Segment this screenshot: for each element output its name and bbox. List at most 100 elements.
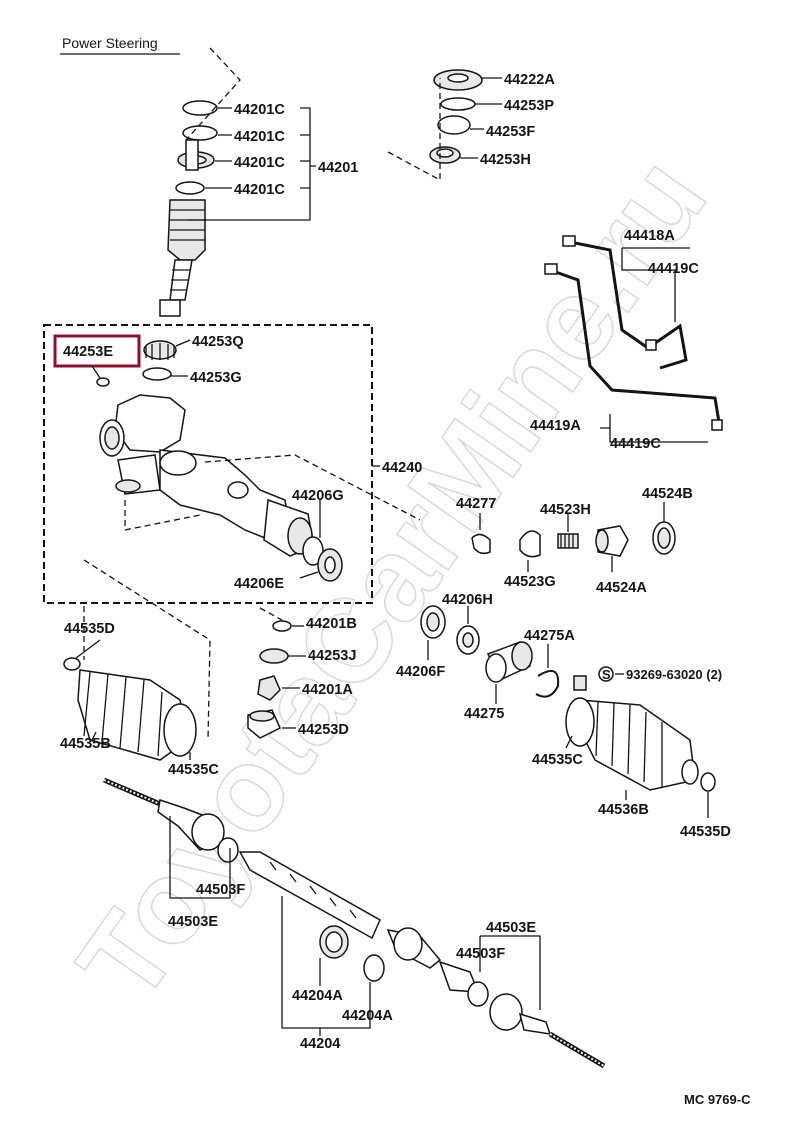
- pressure-tubes: [544, 235, 723, 431]
- label-44253D: 44253D: [298, 722, 349, 738]
- label-44206H: 44206H: [442, 592, 493, 608]
- part-44535D-b: [700, 772, 716, 792]
- bracket-44204: [281, 896, 371, 1036]
- leader-44535D-a: [75, 639, 101, 659]
- label-44206F: 44206F: [396, 664, 445, 680]
- label-44524B: 44524B: [642, 486, 693, 502]
- part-44523G: [519, 530, 541, 558]
- label-44201C-2: 44201C: [234, 129, 285, 145]
- part-44206E-bore: [324, 556, 336, 574]
- leader-44206E: [299, 571, 319, 579]
- label-93269-63020: 93269-63020 (2): [626, 667, 722, 682]
- label-44253P: 44253P: [504, 98, 554, 114]
- label-44253E[interactable]: 44253E: [63, 344, 113, 360]
- label-44201C-1: 44201C: [234, 102, 285, 118]
- pinion-shaft: [159, 139, 206, 317]
- pinion-guide-line: [185, 47, 241, 141]
- label-44524A: 44524A: [596, 580, 647, 596]
- label-44253F: 44253F: [486, 124, 535, 140]
- label-44275: 44275: [464, 706, 504, 722]
- leader-44253E: [91, 365, 101, 379]
- label-44206G: 44206G: [292, 488, 344, 504]
- part-44201A: [257, 675, 281, 701]
- label-44503E-a: 44503E: [168, 914, 218, 930]
- boot-44536B: [565, 675, 699, 791]
- label-44253H: 44253H: [480, 152, 531, 168]
- leader-44419A: [600, 414, 708, 443]
- part-44524B-bore: [657, 527, 671, 549]
- part-44524A: [595, 525, 629, 557]
- part-44253D: [247, 709, 281, 739]
- label-44201C-4: 44201C: [234, 182, 285, 198]
- label-44277: 44277: [456, 496, 496, 512]
- label-44201C-3: 44201C: [234, 155, 285, 171]
- label-44523H: 44523H: [540, 502, 591, 518]
- label-44536B: 44536B: [598, 802, 649, 818]
- diagram-title: Power Steering: [62, 35, 158, 51]
- rack-44204: [238, 851, 381, 940]
- label-44535C-b: 44535C: [532, 752, 583, 768]
- label-44201A: 44201A: [302, 682, 353, 698]
- housing-guide-lines: [124, 454, 421, 531]
- part-44206F-bore: [426, 612, 440, 632]
- label-44418A: 44418A: [624, 228, 675, 244]
- label-44419A: 44419A: [530, 418, 581, 434]
- rack-guide-dashed: [387, 78, 441, 182]
- part-44206H-bore: [462, 632, 474, 648]
- label-44419C-a: 44419C: [648, 261, 699, 277]
- part-44277: [471, 533, 491, 555]
- label-44204A-a: 44204A: [292, 988, 343, 1004]
- part-44523H-spring: [557, 533, 579, 549]
- part-44253G: [142, 367, 172, 381]
- label-44535C-a: 44535C: [168, 762, 219, 778]
- label-44535D-a: 44535D: [64, 621, 115, 637]
- label-44275A: 44275A: [524, 628, 575, 644]
- part-44275: [485, 641, 533, 683]
- tie-rod-end-left: [103, 777, 239, 863]
- label-44535B: 44535B: [60, 736, 111, 752]
- label-44253Q: 44253Q: [192, 334, 244, 350]
- label-44503F-a: 44503F: [196, 882, 245, 898]
- bracket-44201: [188, 107, 316, 221]
- s-symbol-text: S: [602, 667, 611, 682]
- bracket-44503E-b: [479, 935, 541, 1010]
- label-44201B: 44201B: [306, 616, 357, 632]
- part-44253Q: [143, 340, 177, 360]
- boot-44535B: [63, 657, 197, 761]
- label-44240: 44240: [382, 460, 422, 476]
- part-44253E: [96, 377, 110, 387]
- part-44253J: [259, 648, 289, 664]
- leader-44418A: [621, 247, 690, 322]
- label-44206E: 44206E: [234, 576, 284, 592]
- label-44201: 44201: [318, 160, 358, 176]
- s-symbol: [598, 666, 614, 682]
- guide-44201B: [259, 607, 283, 621]
- rack-guide-parts: [429, 69, 483, 164]
- part-44204A-a-bore: [325, 931, 343, 953]
- gear-housing-box: [43, 324, 373, 604]
- label-44419C-b: 44419C: [610, 436, 661, 452]
- label-44503E-b: 44503E: [486, 920, 536, 936]
- leader-44253Q: [175, 339, 191, 347]
- label-44253J: 44253J: [308, 648, 356, 664]
- tie-rod-end-right: [386, 927, 606, 1069]
- label-44523G: 44523G: [504, 574, 556, 590]
- guide-left-boot: [83, 559, 211, 741]
- label-44204: 44204: [300, 1036, 340, 1052]
- figure-code: MC 9769-C: [684, 1092, 751, 1107]
- label-44503F-b: 44503F: [456, 946, 505, 962]
- label-44222A: 44222A: [504, 72, 555, 88]
- label-44535D-b: 44535D: [680, 824, 731, 840]
- part-44204A-b: [363, 954, 385, 982]
- gear-housing: [99, 394, 315, 557]
- leader-44535B: [91, 731, 97, 741]
- part-44201B: [272, 620, 292, 632]
- label-44204A-b: 44204A: [342, 1008, 393, 1024]
- label-44253G: 44253G: [190, 370, 242, 386]
- leader-rack-guide: [460, 77, 502, 159]
- highlight-box: [53, 334, 141, 368]
- bracket-44503E-a: [169, 816, 231, 899]
- leader-44201C: [205, 107, 232, 189]
